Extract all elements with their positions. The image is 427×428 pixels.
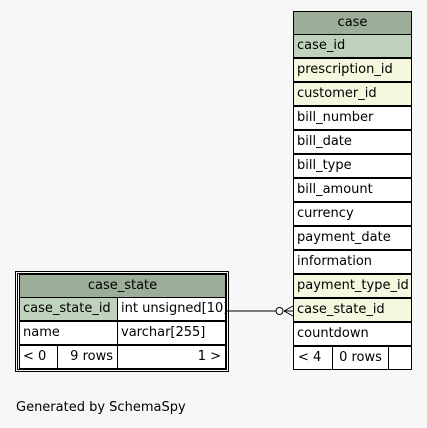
column-countdown[interactable]: countdown	[293, 322, 412, 346]
column-name[interactable]: name	[19, 321, 118, 345]
column-payment-date[interactable]: payment_date	[293, 226, 412, 250]
column-prescription-id[interactable]: prescription_id	[293, 58, 412, 82]
column-case-id[interactable]: case_id	[293, 34, 412, 58]
column-bill-type[interactable]: bill_type	[293, 154, 412, 178]
optional-circle-marker	[275, 307, 284, 315]
table-case-state-border	[15, 271, 229, 372]
column-case-state-id[interactable]: case_state_id	[293, 298, 412, 322]
column-case-state-id-type: int unsigned[10]	[117, 297, 226, 321]
column-currency[interactable]: currency	[293, 202, 412, 226]
case-children-link[interactable]	[388, 346, 412, 370]
crow-foot-upper	[283, 305, 294, 312]
column-case-state-id-name[interactable]: case_state_id	[19, 297, 118, 321]
case-state-parents-link[interactable]: < 0	[19, 345, 58, 369]
column-information[interactable]: information	[293, 250, 412, 274]
column-payment-type-id[interactable]: payment_type_id	[293, 274, 412, 298]
column-bill-amount[interactable]: bill_amount	[293, 178, 412, 202]
table-case-state-header[interactable]: case_state	[19, 274, 226, 298]
column-bill-date[interactable]: bill_date	[293, 130, 412, 154]
column-bill-number[interactable]: bill_number	[293, 106, 412, 130]
case-state-children-link[interactable]: 1 >	[117, 345, 226, 369]
generated-by-note: Generated by SchemaSpy	[16, 400, 186, 415]
case-row-count: 0 rows	[332, 346, 389, 370]
crow-foot-lower	[283, 310, 294, 317]
column-name-type: varchar[255]	[117, 321, 226, 345]
column-customer-id[interactable]: customer_id	[293, 82, 412, 106]
case-parents-link[interactable]: < 4	[293, 346, 333, 370]
case-state-row-count: 9 rows	[57, 345, 118, 369]
table-case-header[interactable]: case	[293, 11, 412, 35]
